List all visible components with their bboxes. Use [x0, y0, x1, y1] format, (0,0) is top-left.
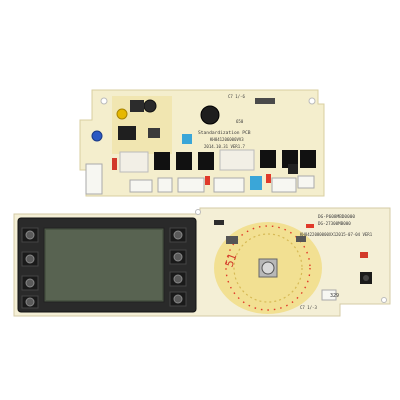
button-cap — [25, 230, 35, 240]
red-component — [266, 174, 271, 183]
mounting-hole — [308, 97, 316, 105]
lcd-glass — [46, 230, 162, 300]
relay-black — [176, 152, 192, 170]
blue-connector — [182, 134, 192, 144]
button-cap — [25, 297, 35, 307]
smd-chip — [214, 220, 224, 225]
white-connector — [213, 177, 245, 193]
relay-black — [154, 152, 170, 170]
button-cap — [173, 274, 183, 284]
buzzer — [200, 105, 220, 125]
relay-white — [219, 149, 255, 171]
red-led — [306, 224, 314, 228]
lower-circuit-board: 51 DG-P608MBD0000 DG-27300MB000 KH842208… — [13, 207, 391, 317]
white-connector — [271, 177, 297, 193]
smd-chip — [255, 98, 275, 104]
mounting-hole — [195, 209, 201, 215]
button-cap — [25, 278, 35, 288]
white-connector — [157, 177, 173, 193]
blue-capacitor — [91, 130, 103, 142]
red-component — [205, 176, 210, 185]
electrolytic-capacitor — [143, 99, 157, 113]
relay-black — [198, 152, 214, 170]
red-led — [360, 252, 368, 258]
upper-part-number-label: KH841206000VV3 — [210, 137, 244, 142]
encoder-shaft — [261, 261, 275, 275]
white-connector — [321, 289, 337, 301]
lower-code-right: 329 — [330, 293, 339, 299]
ic-chip — [130, 100, 144, 112]
red-silkscreen-number: 51 — [223, 251, 240, 269]
button-cap — [173, 230, 183, 240]
button-cap — [173, 252, 183, 262]
white-connector — [297, 175, 315, 189]
lower-part-number-label: KH8422080000XX1 — [300, 232, 337, 237]
led-ring — [233, 233, 303, 303]
led-ring-red — [225, 225, 311, 311]
red-component — [112, 158, 117, 170]
lower-model2-label: DG-27300MB000 — [318, 221, 351, 226]
white-connector — [129, 179, 153, 193]
smd-chip — [226, 236, 238, 244]
lower-date-label: 2015-07-04 VER1 — [336, 232, 373, 237]
lower-model-label: DG-P608MBD0000 — [318, 214, 355, 220]
button-cap — [173, 294, 183, 304]
ic-chip — [148, 128, 160, 138]
relay-black — [260, 150, 276, 168]
upper-date-label: 2014.10.31 VER1.7 — [204, 144, 246, 149]
button-cap — [25, 254, 35, 264]
transformer — [118, 126, 136, 140]
button-cap — [363, 275, 369, 281]
left-buttons — [21, 227, 39, 309]
terminal-block — [288, 164, 298, 174]
white-connector — [177, 177, 205, 193]
mounting-hole — [381, 297, 387, 303]
relay-white — [119, 151, 149, 173]
mounting-hole — [100, 97, 108, 105]
lower-corner-code: C7 1/-3 — [300, 305, 317, 310]
right-buttons — [169, 227, 187, 307]
yellow-capacitor — [116, 108, 128, 120]
smd-chip — [296, 236, 306, 242]
upper-corner-code: C7 1/-6 — [228, 94, 245, 99]
white-connector — [85, 163, 103, 195]
upper-circuit-board: Standardization PCB KH841206000VV3 2014.… — [79, 89, 325, 197]
upper-standardization-label: Standardization PCB — [198, 130, 251, 136]
blue-connector — [250, 176, 262, 190]
upper-small-code: 650 — [236, 119, 244, 124]
relay-black — [300, 150, 316, 168]
relay-black — [282, 150, 298, 168]
